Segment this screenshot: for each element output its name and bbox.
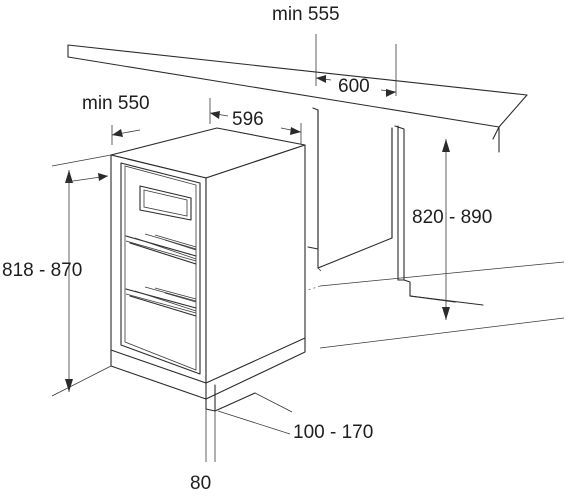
- dim-80: [205, 409, 216, 462]
- label-596: 596: [232, 109, 264, 130]
- appliance-body: [110, 127, 306, 384]
- plinth: [110, 337, 306, 412]
- right-cabinet-panel: [394, 125, 484, 306]
- label-min-555: min 555: [272, 4, 340, 25]
- dim-600: [315, 75, 397, 97]
- label-600: 600: [338, 76, 370, 97]
- label-820-890: 820 - 890: [412, 207, 492, 228]
- back-cabinet-panel: [307, 107, 393, 272]
- label-818-870: 818 - 870: [2, 260, 82, 281]
- dim-min555: [315, 34, 397, 96]
- label-100-170: 100 - 170: [293, 422, 373, 443]
- label-min-550: min 550: [82, 93, 150, 114]
- dim-596: [111, 98, 302, 145]
- floor-guides: [307, 261, 565, 349]
- dim-818-870: [51, 154, 112, 397]
- dim-820-890: [442, 139, 450, 320]
- shelves: [125, 233, 197, 317]
- dim-100-170: [217, 392, 293, 435]
- label-80: 80: [190, 473, 211, 494]
- worktop: [67, 44, 528, 153]
